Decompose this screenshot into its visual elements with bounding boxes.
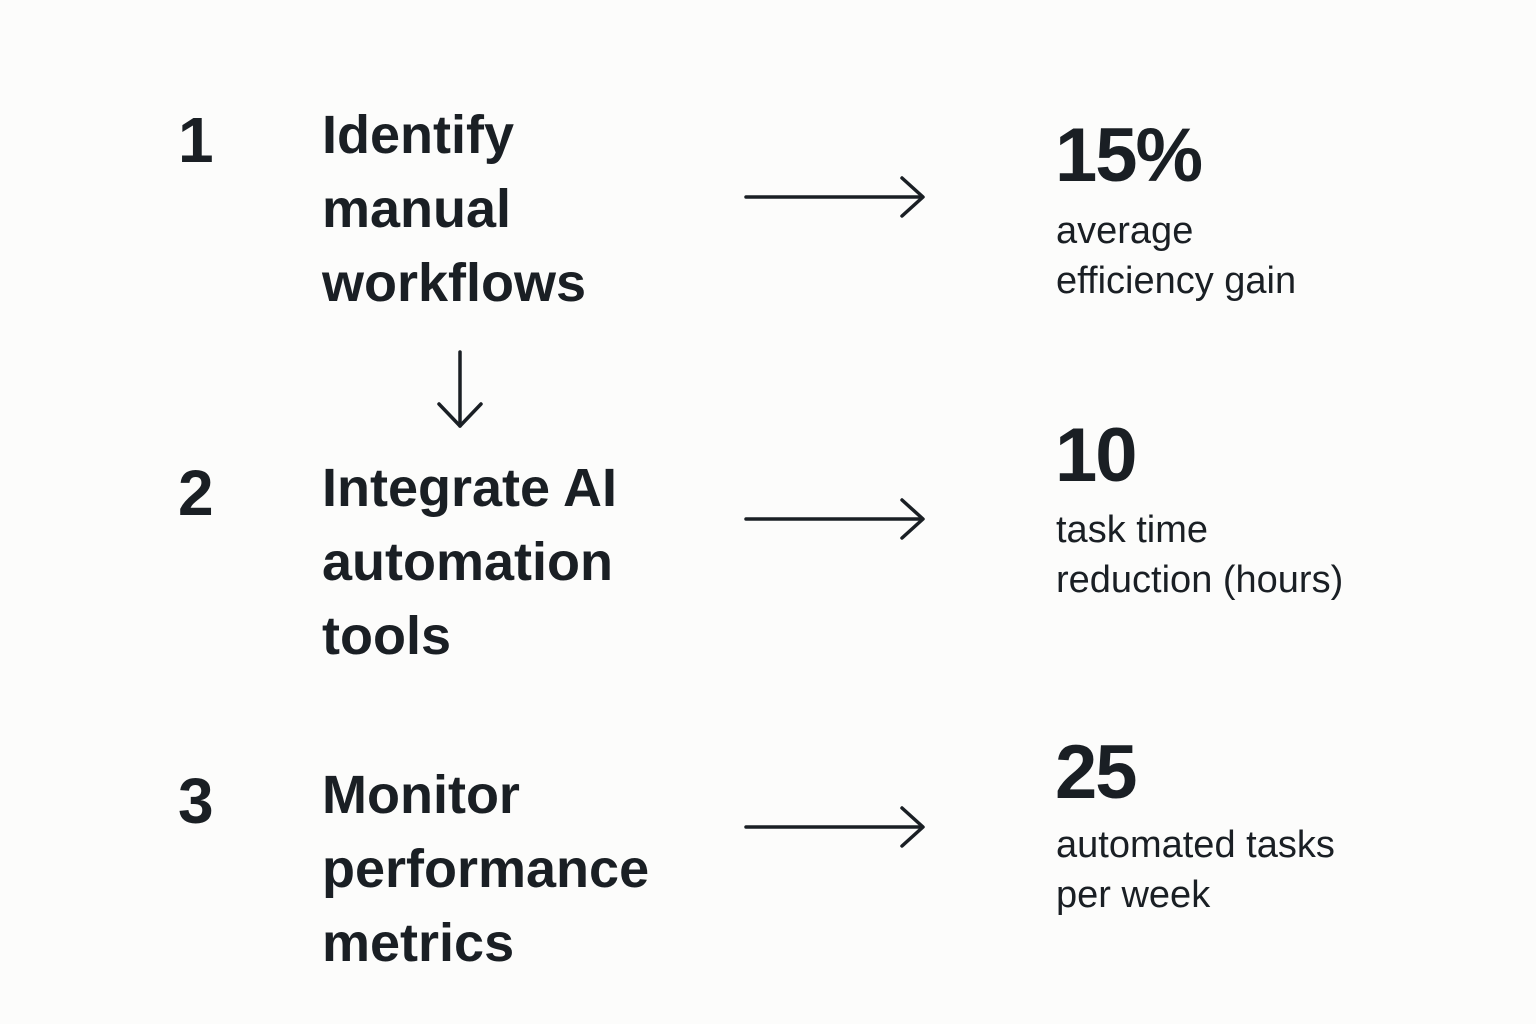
- down-arrow-icon: [437, 350, 483, 428]
- metric-1-value: 15%: [1055, 113, 1203, 198]
- step-2-number: 2: [178, 457, 214, 529]
- metric-3-label: automated tasks per week: [1056, 824, 1335, 916]
- step-2-text: Integrate AI automation tools: [322, 458, 618, 666]
- right-arrow-icon: [744, 806, 925, 848]
- step-1-number: 1: [178, 104, 214, 176]
- step-3-text: Monitor performance metrics: [322, 765, 650, 973]
- step-3-number: 3: [178, 765, 214, 837]
- metric-3-value: 25: [1055, 730, 1138, 815]
- right-arrow-icon: [744, 176, 925, 218]
- metric-2-value: 10: [1055, 413, 1138, 498]
- metric-2-label: task time reduction (hours): [1056, 509, 1344, 601]
- step-1-text: Identify manual workflows: [322, 105, 587, 313]
- right-arrow-icon: [744, 498, 925, 540]
- metric-1-label: average efficiency gain: [1056, 210, 1297, 302]
